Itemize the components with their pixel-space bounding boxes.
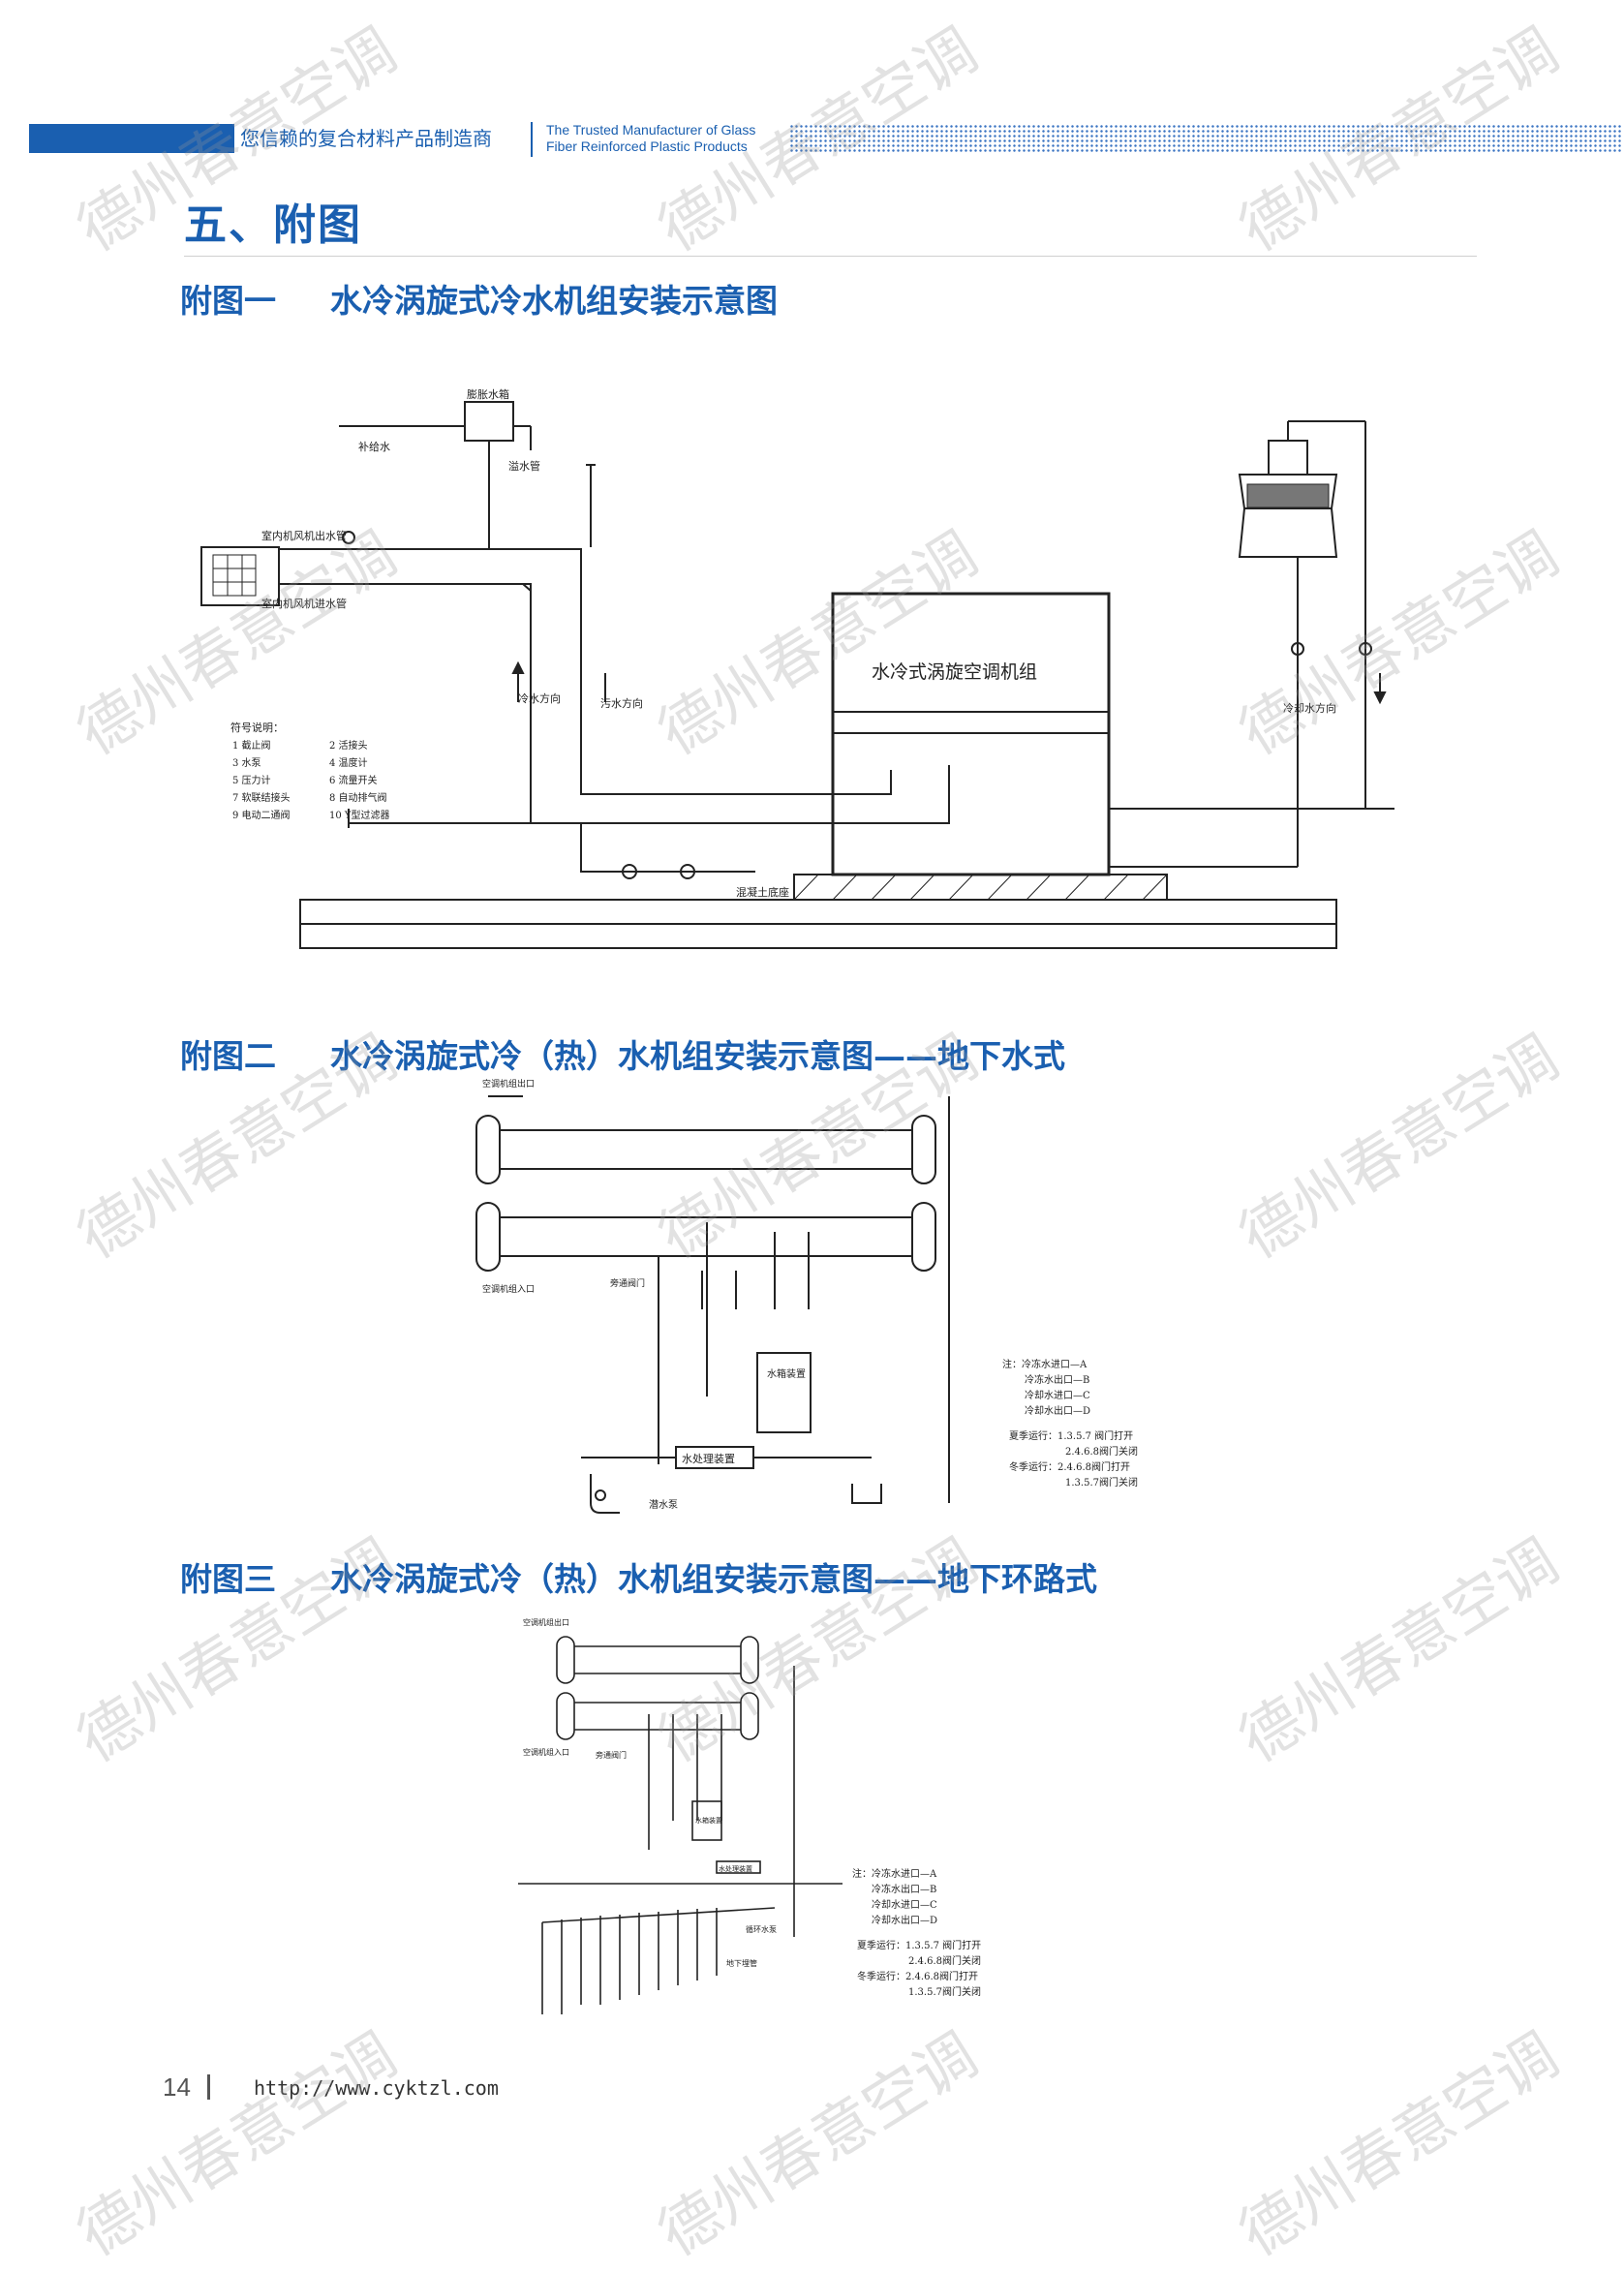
footer-divider	[207, 2074, 210, 2100]
section-title: 五、附图	[184, 200, 362, 250]
figure-1-title: 附图一 水冷涡旋式冷水机组安装示意图	[180, 275, 778, 322]
makeup-label: 补给水	[358, 441, 390, 453]
legend-item-9: 9 电动二通阀	[232, 809, 291, 821]
unit-label: 水冷式涡旋空调机组	[872, 661, 1037, 683]
note-5: 夏季运行：1.3.5.7 阀门打开	[1009, 1429, 1133, 1442]
legend-item-5: 5 压力计	[232, 774, 271, 786]
slogan-en: The Trusted Manufacturer of Glass Fiber …	[546, 122, 756, 154]
water-tank	[756, 1352, 812, 1433]
concrete-base	[793, 874, 1168, 901]
heat-exchanger-b	[475, 1202, 501, 1272]
legend-item-3: 3 水泵	[232, 757, 261, 769]
tank-label: 膨胀水箱	[467, 387, 509, 401]
expansion-tank	[464, 401, 514, 442]
slogan-divider	[531, 122, 533, 157]
base-label: 混凝土底座	[736, 885, 789, 899]
ac-out-label: 空调机组出口	[482, 1078, 535, 1090]
figure-1-diagram: 膨胀水箱 补给水 溢水管 室内机风机出水管 室内机风机进水管 冷水方向 污水方向…	[174, 383, 1453, 983]
indoor-fan-coil	[200, 546, 280, 606]
legend-item-4: 4 温度计	[329, 756, 368, 769]
cooling-dir-label: 冷却水方向	[1283, 701, 1336, 715]
note-3-2: 冷冻水出口—B	[872, 1883, 936, 1895]
treatment-label: 水处理装置	[682, 1453, 735, 1465]
note-3-8: 1.3.5.7阀门关闭	[908, 1985, 981, 1998]
watermark: 德州春意空调	[1227, 2018, 1571, 2270]
watermark: 德州春意空调	[1227, 1524, 1571, 1776]
figure-3-title: 附图三 水冷涡旋式冷（热）水机组安装示意图——地下环路式	[180, 1553, 1097, 1600]
note-2: 冷冻水出口—B	[1025, 1373, 1089, 1386]
ac-out-label-3: 空调机组出口	[523, 1617, 569, 1627]
fcu-in-label: 室内机风机进水管	[261, 597, 347, 610]
legend-item-2: 2 活接头	[329, 739, 368, 752]
figure-1-caption: 水冷涡旋式冷水机组安装示意图	[330, 282, 778, 320]
overflow-label: 溢水管	[508, 459, 540, 473]
figure-3-diagram: 空调机组出口 空调机组入口 旁通阀门 水箱装置 水处理装置 循环水泵 地下埋管 …	[504, 1608, 1046, 2024]
header-band	[29, 124, 234, 153]
fcu-out-label: 室内机风机出水管	[261, 529, 347, 542]
figure-2-title: 附图二 水冷涡旋式冷（热）水机组安装示意图——地下水式	[180, 1030, 1065, 1077]
note-4: 冷却水出口—D	[1025, 1404, 1090, 1417]
note-7: 冬季运行：2.4.6.8阀门打开	[1009, 1460, 1130, 1473]
tank-label-3: 水箱装置	[695, 1816, 722, 1825]
note-1: 注：冷冻水进口—A	[1002, 1358, 1088, 1370]
slogan-cn: 您信赖的复合材料产品制造商	[240, 127, 492, 150]
note-3: 冷却水进口—C	[1025, 1389, 1090, 1401]
note-8: 1.3.5.7阀门关闭	[1065, 1476, 1138, 1489]
note-6: 2.4.6.8阀门关闭	[1065, 1445, 1138, 1458]
figure-3-number: 附图三	[180, 1560, 276, 1598]
watermark: 德州春意空调	[65, 2018, 409, 2270]
tank-label-2: 水箱装置	[767, 1367, 806, 1380]
legend-title: 符号说明：	[230, 721, 284, 734]
header-dot-pattern	[789, 124, 1622, 153]
footer-url: http://www.cyktzl.com	[254, 2076, 499, 2100]
header-band-cut	[209, 124, 234, 153]
figure-1-number: 附图一	[180, 282, 276, 320]
bypass-label-3: 旁通阀门	[596, 1750, 627, 1760]
legend-item-7: 7 软联结接头	[232, 791, 291, 804]
sewage-dir-label: 污水方向	[600, 696, 643, 710]
figure-2-caption: 水冷涡旋式冷（热）水机组安装示意图——地下水式	[330, 1037, 1065, 1075]
heat-exchanger-a	[475, 1115, 501, 1184]
figure-2-number: 附图二	[180, 1037, 276, 1075]
pump-label: 潜水泵	[649, 1498, 678, 1511]
legend-item-8: 8 自动排气阀	[329, 791, 387, 804]
loop-label: 地下埋管	[726, 1958, 757, 1968]
heat-exchanger-d	[911, 1202, 936, 1272]
watermark: 德州春意空调	[1227, 1021, 1571, 1273]
legend-item-1: 1 截止阀	[232, 739, 271, 752]
note-3-3: 冷却水进口—C	[872, 1898, 937, 1911]
figure-2-diagram: 空调机组出口 空调机组入口 旁通阀门 水箱装置 水处理装置 潜水泵 注：冷冻水进…	[465, 1077, 1240, 1532]
note-3-4: 冷却水出口—D	[872, 1914, 937, 1926]
note-3-7: 冬季运行：2.4.6.8阀门打开	[857, 1970, 978, 1982]
figure-3-caption: 水冷涡旋式冷（热）水机组安装示意图——地下环路式	[330, 1560, 1097, 1598]
circ-pump-label: 循环水泵	[746, 1924, 777, 1934]
heat-exchanger-c	[911, 1115, 936, 1184]
legend-item-10: 10 Y型过滤器	[329, 809, 390, 821]
page-number: 14	[163, 2072, 191, 2102]
legend-item-6: 6 流量开关	[329, 774, 378, 786]
watermark: 德州春意空调	[646, 2018, 990, 2270]
note-3-6: 2.4.6.8阀门关闭	[908, 1954, 981, 1967]
title-divider	[184, 256, 1477, 257]
chilled-dir-label: 冷水方向	[518, 691, 561, 705]
ac-in-label-3: 空调机组入口	[523, 1747, 569, 1757]
note-3-5: 夏季运行：1.3.5.7 阀门打开	[857, 1939, 981, 1951]
note-3-1: 注：冷冻水进口—A	[852, 1867, 937, 1880]
ac-in-label: 空调机组入口	[482, 1283, 535, 1295]
bypass-label: 旁通阀门	[610, 1277, 645, 1289]
treatment-label-3: 水处理装置	[719, 1864, 752, 1873]
